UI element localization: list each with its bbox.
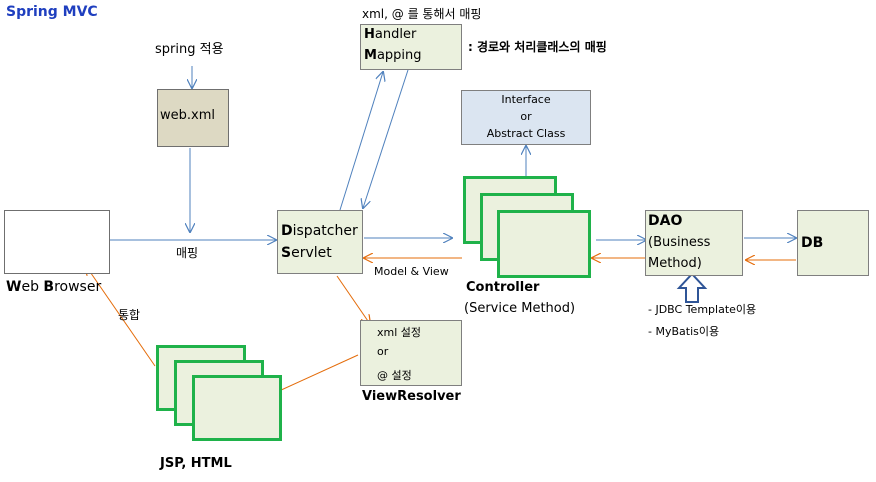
arrow-dispatcher-to-handler	[339, 72, 383, 211]
view-resolver-line2: or	[377, 345, 389, 358]
dao-title: DAO	[648, 213, 683, 229]
jsp-box-front	[192, 375, 282, 441]
webxml-box: web.xml	[157, 89, 229, 147]
dao-note-jdbc: - JDBC Template이용	[648, 303, 757, 316]
view-resolver-line3: @ 설정	[377, 369, 412, 382]
hollow-up-arrow	[676, 272, 708, 303]
interface-box: Interface or Abstract Class	[461, 90, 591, 145]
handler-mapping-line1: Handler	[364, 27, 417, 42]
interface-line1: Interface	[501, 93, 551, 106]
dispatcher-servlet-box: Dispatcher Servlet	[277, 210, 363, 274]
dao-note-mybatis: - MyBatis이용	[648, 325, 720, 338]
interface-line3: Abstract Class	[486, 127, 566, 140]
arrow-handler-to-dispatcher	[363, 69, 409, 208]
arrow-viewresolver-to-jsp	[268, 354, 359, 396]
view-resolver-box: xml 설정 or @ 설정	[360, 320, 462, 386]
dao-box: DAO (Business Method)	[645, 210, 743, 276]
handler-mapping-box: Handler Mapping	[360, 24, 462, 70]
jsp-html-label: JSP, HTML	[160, 456, 232, 471]
spring-apply-label: spring 적용	[155, 42, 224, 57]
mapping-label: 매핑	[176, 246, 199, 260]
web-browser-label: Web Browser	[6, 279, 102, 295]
arrow-jsp-to-browser	[86, 266, 156, 367]
dispatcher-line1: Dispatcher	[281, 223, 358, 239]
arrow-dispatcher-to-viewresolver	[336, 275, 370, 324]
dao-line3: Method)	[648, 256, 702, 271]
integrate-label: 통합	[118, 308, 141, 322]
model-view-label: Model & View	[374, 265, 449, 278]
dao-line2: (Business	[648, 235, 711, 250]
mapping-via-label: xml, @ 를 통해서 매핑	[362, 7, 482, 21]
handler-mapping-line2: Mapping	[364, 48, 422, 63]
db-box: DB	[797, 210, 869, 276]
webxml-label: web.xml	[160, 108, 215, 123]
view-resolver-line1: xml 설정	[377, 326, 422, 339]
db-label: DB	[801, 235, 824, 251]
view-resolver-title: ViewResolver	[362, 389, 461, 404]
handler-desc: : 경로와 처리클래스의 매핑	[468, 40, 607, 54]
diagram-title: Spring MVC	[6, 4, 98, 20]
web-browser-box	[4, 210, 110, 274]
controller-title: Controller	[466, 280, 540, 295]
controller-subtitle: (Service Method)	[464, 301, 576, 316]
controller-box-front	[497, 210, 591, 278]
interface-line2: or	[520, 110, 532, 123]
dispatcher-line2: Servlet	[281, 245, 332, 261]
